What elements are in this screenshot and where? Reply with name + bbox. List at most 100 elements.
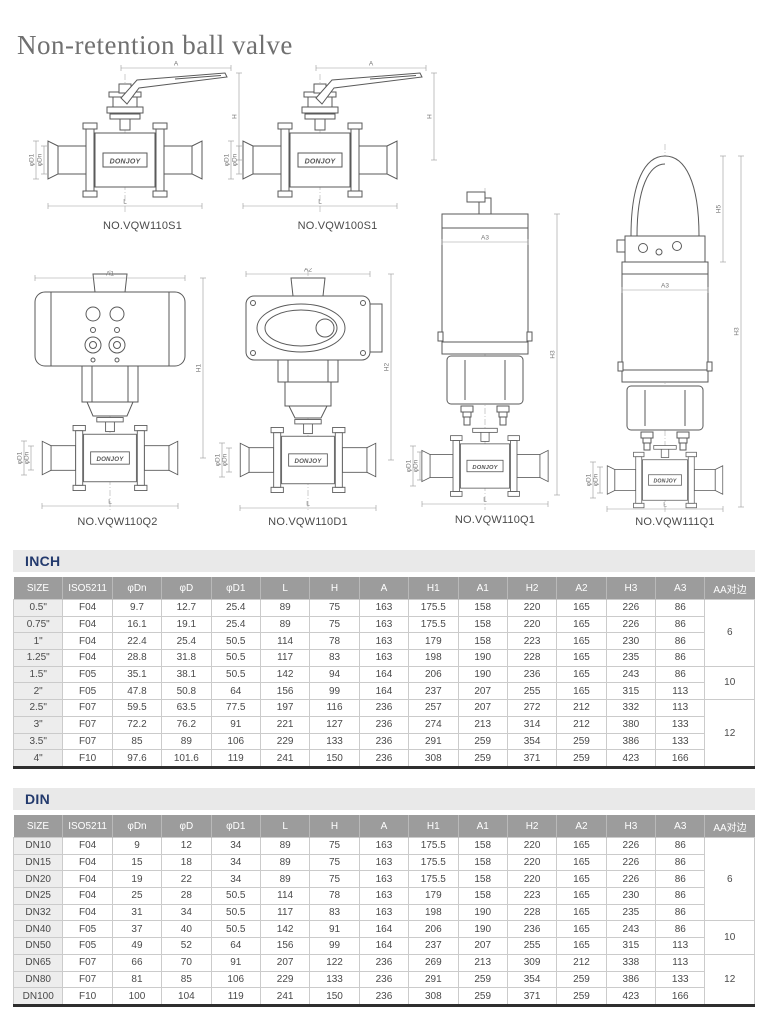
din-column-header-13: A3 (655, 815, 705, 838)
inch-column-header-0: SIZE (13, 577, 63, 600)
inch-column-header-12: H3 (605, 577, 656, 600)
din-value-cell: 179 (408, 887, 459, 905)
inch-value-cell: 72.2 (111, 715, 163, 734)
svg-text:A2: A2 (304, 268, 312, 274)
din-value-cell: 164 (358, 920, 410, 939)
inch-value-cell: 165 (556, 615, 607, 634)
figure-label: NO.VQW111Q1 (635, 516, 715, 528)
din-value-cell: 113 (655, 953, 706, 972)
inch-column-header-7: A (358, 577, 409, 600)
din-value-cell: 163 (358, 870, 410, 889)
page-title: Non-retention ball valve (17, 30, 293, 61)
din-value-cell: 158 (457, 887, 508, 905)
svg-text:φD1: φD1 (29, 153, 36, 166)
din-value-cell: 220 (506, 870, 558, 889)
inch-value-cell: 308 (408, 749, 459, 768)
svg-text:φDn: φDn (37, 153, 44, 166)
inch-column-header-8: H1 (408, 577, 459, 600)
inch-value-cell: 142 (259, 665, 311, 684)
inch-value-cell: 236 (358, 749, 410, 768)
svg-text:φDn: φDn (24, 451, 31, 464)
din-value-cell: 156 (259, 937, 311, 955)
inch-value-cell: F07 (62, 715, 113, 734)
din-value-cell: 106 (210, 970, 261, 989)
inch-value-cell: 9.7 (111, 599, 163, 617)
din-value-cell: 163 (358, 887, 410, 905)
din-value-cell: 223 (506, 887, 558, 905)
din-value-cell: 15 (111, 853, 163, 872)
inch-value-cell: 165 (556, 682, 607, 701)
din-value-cell: 99 (309, 937, 360, 955)
din-value-cell: 236 (358, 987, 410, 1006)
inch-value-cell: 423 (605, 749, 657, 768)
din-value-cell: 163 (358, 837, 410, 855)
inch-value-cell: 198 (408, 649, 459, 667)
inch-value-cell: 113 (655, 682, 706, 701)
din-value-cell: 220 (506, 853, 558, 872)
svg-text:φD1: φD1 (406, 459, 413, 472)
din-value-cell: 52 (161, 937, 212, 955)
din-value-cell: 86 (655, 837, 706, 855)
din-value-cell: 338 (605, 953, 657, 972)
din-size-cell: DN20 (12, 870, 64, 889)
inch-value-cell: 89 (161, 732, 212, 751)
din-column-header-2: φDn (111, 815, 162, 838)
din-column-header-1: ISO5211 (62, 815, 113, 838)
svg-text:H3: H3 (734, 327, 741, 336)
inch-value-cell: 101.6 (161, 749, 212, 768)
inch-value-cell: 371 (506, 749, 558, 768)
din-value-cell: 81 (111, 970, 163, 989)
inch-value-cell: 78 (309, 632, 360, 651)
din-value-cell: 166 (655, 987, 706, 1006)
svg-text:DONJOY: DONJOY (96, 456, 124, 463)
inch-value-cell: 226 (605, 599, 657, 617)
svg-text:H1: H1 (196, 363, 203, 372)
din-column-header-10: H2 (506, 815, 557, 838)
inch-value-cell: 133 (655, 732, 706, 751)
inch-value-cell: 114 (259, 632, 311, 651)
inch-value-cell: 165 (556, 599, 607, 617)
inch-value-cell: 259 (556, 749, 607, 768)
din-value-cell: 269 (408, 953, 459, 972)
inch-value-cell: 85 (111, 732, 163, 751)
din-value-cell: 50.5 (210, 920, 261, 939)
figure-label: NO.VQW100S1 (297, 220, 378, 232)
inch-value-cell: 220 (506, 615, 558, 634)
inch-column-header-4: φD1 (210, 577, 261, 600)
inch-value-cell: 83 (309, 649, 360, 667)
inch-value-cell: 163 (358, 649, 410, 667)
svg-text:DONJOY: DONJOY (294, 458, 322, 465)
din-value-cell: 164 (358, 937, 410, 955)
din-size-cell: DN50 (12, 937, 64, 955)
inch-value-cell: F05 (62, 665, 113, 684)
svg-text:L: L (483, 497, 487, 504)
inch-column-header-9: A1 (457, 577, 508, 600)
din-value-cell: F04 (62, 853, 113, 872)
inch-value-cell: 257 (408, 699, 459, 717)
inch-value-cell: 221 (259, 715, 311, 734)
inch-value-cell: 207 (457, 682, 508, 701)
inch-value-cell: 158 (457, 599, 508, 617)
din-value-cell: 91 (309, 920, 360, 939)
din-value-cell: F05 (62, 920, 113, 939)
inch-value-cell: 163 (358, 615, 410, 634)
din-value-cell: 75 (309, 837, 360, 855)
din-value-cell: 64 (210, 937, 261, 955)
inch-value-cell: 63.5 (161, 699, 212, 717)
inch-value-cell: 158 (457, 632, 508, 651)
din-value-cell: 237 (408, 937, 459, 955)
inch-value-cell: 166 (655, 749, 706, 768)
din-value-cell: 89 (259, 837, 311, 855)
din-value-cell: 158 (457, 870, 508, 889)
